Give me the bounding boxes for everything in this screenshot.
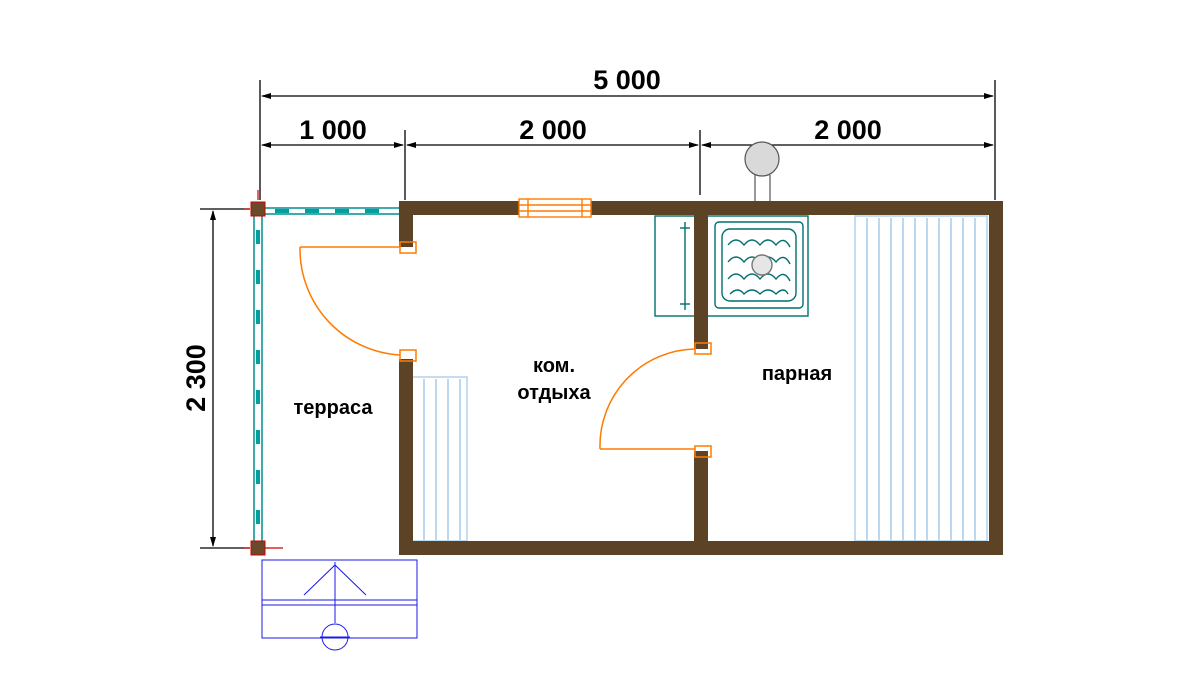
window <box>518 198 592 218</box>
terrace-label: терраса <box>294 397 374 419</box>
rest-room-bench <box>411 376 468 542</box>
dimension-lines <box>200 80 996 549</box>
sauna-stove <box>654 215 809 317</box>
steam-room-bench <box>854 215 988 542</box>
terrace-posts <box>244 190 283 556</box>
chimney <box>744 141 780 202</box>
depth-label: 2 300 <box>181 344 211 412</box>
rest-room-label-line2: отдыха <box>517 382 591 404</box>
terrace-width-label: 1 000 <box>299 115 367 145</box>
steam-room-door <box>599 342 712 458</box>
terrace-railing <box>253 207 401 546</box>
rest-room-width-label: 2 000 <box>519 115 587 145</box>
entrance-steps <box>261 559 418 651</box>
steam-room-width-label: 2 000 <box>814 115 882 145</box>
steam-room-label: парная <box>762 363 832 385</box>
entrance-door <box>299 241 417 362</box>
total-width-label: 5 000 <box>593 65 661 95</box>
walls <box>399 201 1003 555</box>
rest-room-label-line1: ком. <box>533 355 575 377</box>
